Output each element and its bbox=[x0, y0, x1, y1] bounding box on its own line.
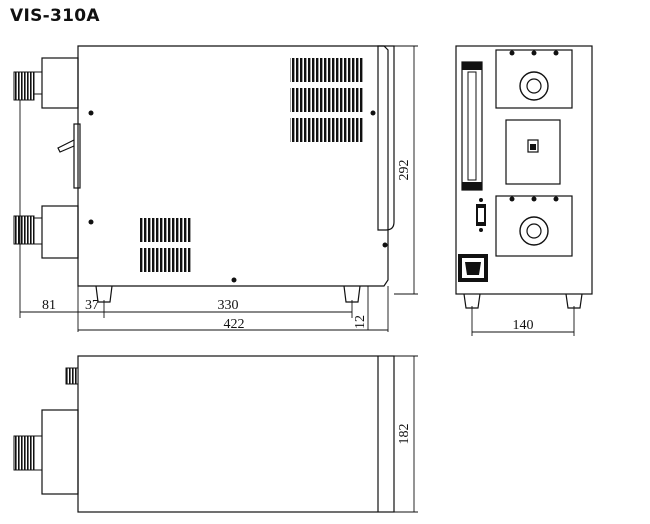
front-power-inlet bbox=[458, 254, 488, 282]
front-switch-module bbox=[505, 119, 561, 185]
screw bbox=[370, 110, 376, 116]
front-left-foot bbox=[463, 293, 481, 309]
front-view: 140 bbox=[455, 45, 593, 336]
screw bbox=[231, 277, 237, 283]
screw bbox=[382, 242, 388, 248]
top-body-outline bbox=[77, 355, 395, 513]
front-dimension-lines bbox=[471, 306, 575, 336]
side-handle bbox=[57, 123, 81, 189]
dim-body-length: 330 bbox=[218, 298, 239, 313]
front-body-outline bbox=[455, 45, 593, 295]
top-view: 182 bbox=[13, 355, 418, 513]
side-dimension-lines bbox=[19, 45, 418, 332]
dim-rear-foot-offset: 12 bbox=[353, 315, 368, 329]
drawing-title: VIS-310A bbox=[10, 6, 100, 26]
dim-connector-depth: 81 bbox=[42, 298, 56, 313]
dim-depth: 182 bbox=[397, 424, 412, 445]
screw bbox=[88, 219, 94, 225]
top-small-connector bbox=[65, 367, 79, 385]
side-vents bbox=[140, 58, 364, 272]
front-top-module bbox=[495, 49, 573, 109]
side-view: 81 37 330 422 12 292 bbox=[13, 45, 418, 332]
bottom-connector bbox=[13, 205, 79, 259]
dim-front-foot-offset: 37 bbox=[85, 298, 99, 313]
front-right-foot bbox=[565, 293, 583, 309]
dim-total-length: 422 bbox=[224, 317, 245, 332]
front-port bbox=[476, 198, 486, 232]
top-dimension-lines bbox=[394, 355, 418, 513]
side-rear-foot bbox=[343, 285, 361, 303]
front-bottom-module bbox=[495, 195, 573, 257]
dim-height: 292 bbox=[397, 160, 412, 181]
screw bbox=[88, 110, 94, 116]
side-rear-panel bbox=[377, 45, 395, 231]
top-view-connector bbox=[13, 409, 79, 495]
dim-width: 140 bbox=[513, 318, 534, 333]
top-connector bbox=[13, 57, 79, 109]
front-handle bbox=[461, 61, 483, 191]
